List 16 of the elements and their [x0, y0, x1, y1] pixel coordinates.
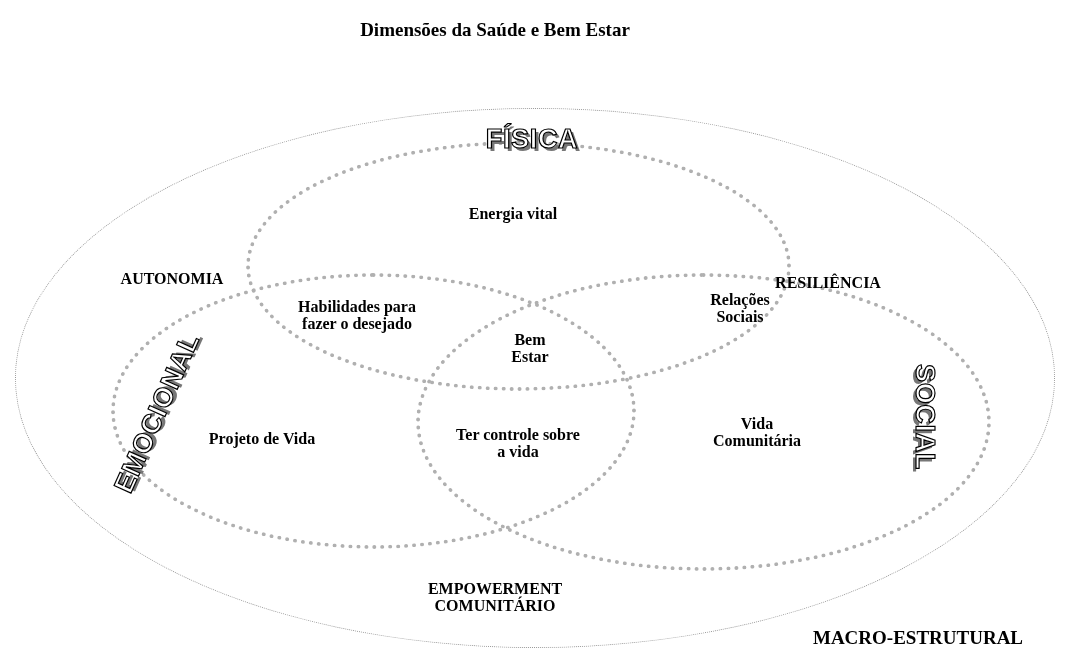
region-label: RESILIÊNCIA	[775, 273, 881, 291]
region-title: MACRO-ESTRUTURAL	[812, 625, 1024, 650]
ellipse-region	[416, 273, 991, 571]
diagram-title: Dimensões da Saúde e Bem Estar	[360, 17, 630, 42]
region-label: Bem Estar	[510, 331, 550, 365]
dimension-title: FÍSICA	[485, 122, 579, 156]
region-label: Projeto de Vida	[208, 429, 316, 447]
region-label: AUTONOMIA	[120, 269, 224, 287]
region-label: EMPOWERMENT COMUNITÁRIO	[426, 580, 564, 614]
dimension-title: SOCIAL	[909, 363, 942, 471]
region-label: Relações Sociais	[709, 291, 771, 325]
ellipse-region	[111, 273, 636, 549]
region-label: Vida Comunitária	[712, 415, 802, 449]
region-label: Ter controle sobre a vida	[455, 426, 581, 460]
region-label: Habilidades para fazer o desejado	[297, 298, 417, 332]
region-label: Energia vital	[468, 204, 558, 222]
